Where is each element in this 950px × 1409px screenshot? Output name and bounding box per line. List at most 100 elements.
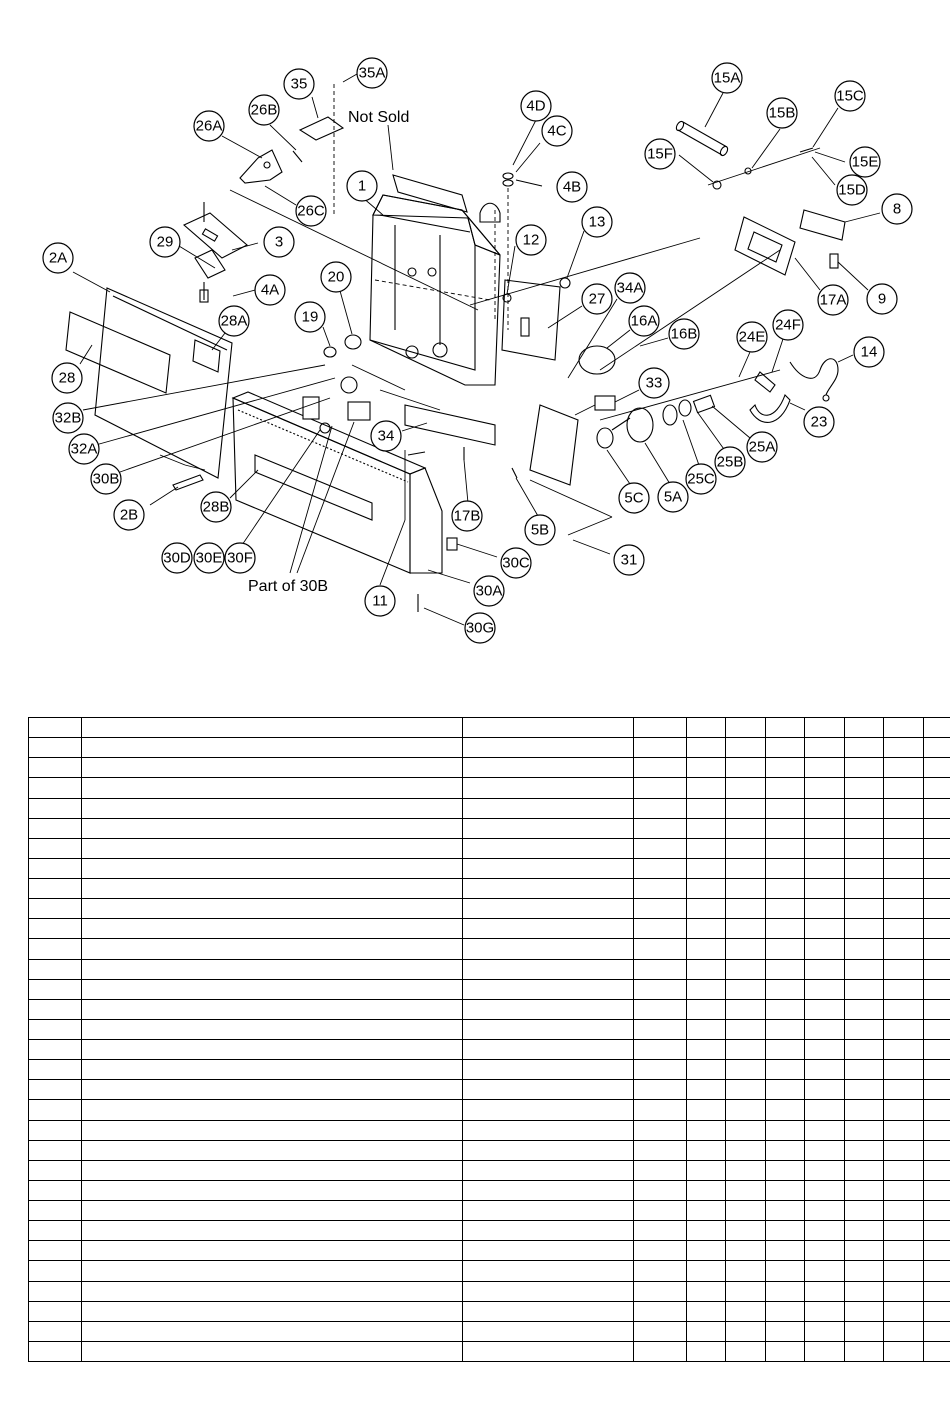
callout-23-text: 23 — [811, 414, 828, 431]
table-cell — [844, 1079, 884, 1101]
table-cell — [844, 1159, 884, 1181]
callout-34a-text: 34A — [617, 280, 644, 297]
table-cell — [81, 1340, 463, 1363]
table-row — [28, 1018, 950, 1041]
callout-25c: 25C — [685, 463, 717, 495]
callout-15e: 15E — [849, 146, 881, 178]
callout-35a-text: 35A — [359, 65, 386, 82]
callouts: 35 35A 26B 26A 26C 1 4D 4C 4B 15A 15B 15… — [42, 57, 913, 644]
table-cell — [883, 1220, 924, 1242]
part-3-bracket — [182, 212, 248, 259]
table-cell — [844, 777, 884, 799]
table-cell — [633, 857, 687, 880]
table-cell — [844, 1119, 884, 1141]
table-cell — [883, 1018, 924, 1041]
table-cell — [844, 837, 884, 859]
table-cell — [923, 877, 950, 900]
table-row — [28, 1119, 950, 1141]
table-cell — [804, 1340, 845, 1363]
table-cell — [81, 877, 463, 900]
table-cell — [28, 877, 82, 900]
table-cell — [804, 1300, 845, 1322]
table-cell — [633, 817, 687, 839]
table-cell — [844, 1320, 884, 1342]
table-cell — [804, 837, 845, 859]
table-cell — [923, 1038, 950, 1061]
part-33-switch — [594, 395, 616, 411]
table-cell — [633, 1059, 687, 1081]
table-cell — [923, 1179, 950, 1202]
table-cell — [28, 716, 82, 739]
table-cell — [883, 797, 924, 819]
table-cell — [844, 797, 884, 819]
part-27-cover — [501, 279, 561, 361]
table-row — [28, 1199, 950, 1222]
table-cell — [633, 1079, 687, 1101]
table-cell — [765, 898, 805, 920]
callout-28: 28 — [51, 362, 83, 394]
table-row — [28, 877, 950, 900]
table-cell — [28, 1220, 82, 1242]
table-cell — [883, 1079, 924, 1101]
callout-25a: 25A — [746, 431, 778, 463]
table-cell — [804, 1139, 845, 1161]
part-16a-gauge — [578, 345, 616, 375]
table-cell — [28, 938, 82, 960]
table-cell — [81, 1320, 463, 1342]
callout-25b: 25B — [714, 446, 746, 478]
table-cell — [804, 1220, 845, 1242]
callout-15f-text: 15F — [647, 146, 673, 163]
table-cell — [765, 1079, 805, 1101]
table-cell — [81, 1018, 463, 1041]
table-cell — [804, 1260, 845, 1282]
table-cell — [883, 998, 924, 1020]
part-1-enclosure — [369, 194, 501, 386]
table-cell — [844, 938, 884, 960]
table-cell — [923, 1340, 950, 1363]
table-cell — [923, 1059, 950, 1081]
part-29-bracket — [194, 249, 226, 279]
table-cell — [686, 877, 726, 900]
exploded-parts-diagram: Not Sold Part of 30B 35 35A 26B 26A 26C … — [42, 57, 913, 644]
table-cell — [686, 918, 726, 940]
table-cell — [462, 918, 634, 940]
table-cell — [725, 877, 766, 900]
table-row — [28, 737, 950, 759]
table-cell — [462, 1300, 634, 1322]
table-cell — [923, 1119, 950, 1141]
table-cell — [462, 898, 634, 920]
table-cell — [765, 817, 805, 839]
table-cell — [686, 1280, 726, 1302]
table-cell — [765, 1280, 805, 1302]
callout-26a-text: 26A — [196, 118, 223, 135]
callout-26b: 26B — [248, 94, 280, 126]
table-cell — [883, 1199, 924, 1222]
callout-14: 14 — [853, 336, 885, 368]
callout-30d: 30D — [161, 542, 193, 574]
table-cell — [633, 716, 687, 739]
table-cell — [725, 737, 766, 759]
table-cell — [765, 1220, 805, 1242]
table-cell — [725, 1199, 766, 1222]
table-cell — [462, 1280, 634, 1302]
table-cell — [883, 837, 924, 859]
table-cell — [686, 1079, 726, 1101]
table-cell — [923, 1199, 950, 1222]
callout-35: 35 — [283, 68, 315, 100]
table-row — [28, 1220, 950, 1242]
table-cell — [765, 877, 805, 900]
table-cell — [28, 918, 82, 940]
callout-9-text: 9 — [878, 291, 886, 308]
callout-27: 27 — [581, 283, 613, 315]
callout-8: 8 — [881, 193, 913, 225]
table-cell — [883, 1159, 924, 1181]
table-cell — [804, 797, 845, 819]
table-cell — [923, 737, 950, 759]
callout-4d: 4D — [520, 90, 552, 122]
callout-12-text: 12 — [523, 232, 540, 249]
table-cell — [804, 1079, 845, 1101]
table-row — [28, 1320, 950, 1342]
table-cell — [883, 757, 924, 779]
table-row — [28, 1159, 950, 1181]
table-cell — [765, 1119, 805, 1141]
